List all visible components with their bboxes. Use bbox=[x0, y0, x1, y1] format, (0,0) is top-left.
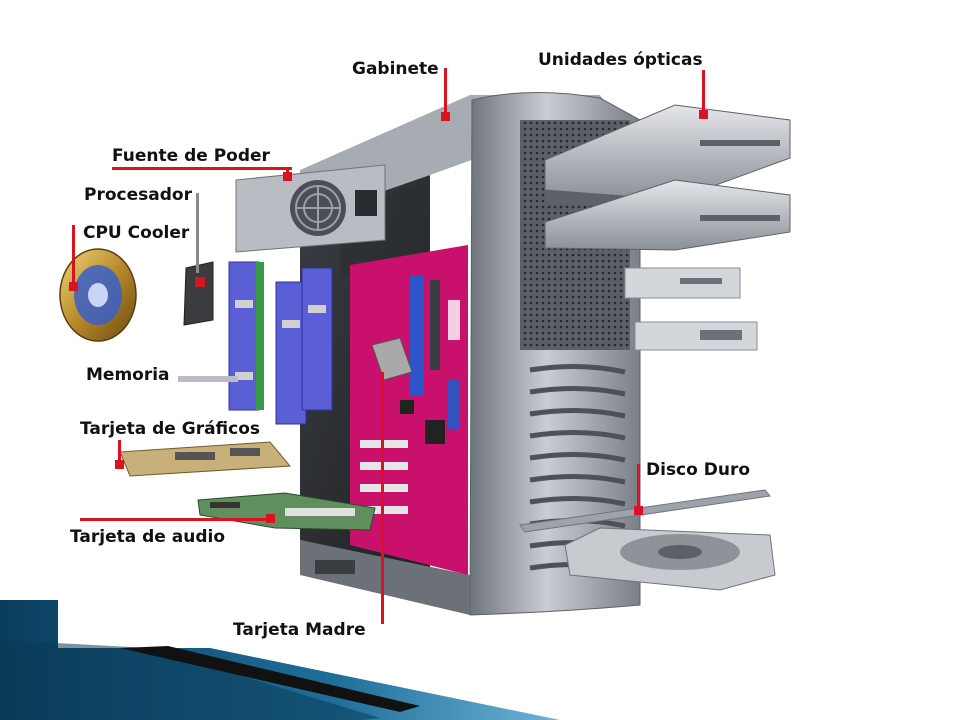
slide-swoosh-decoration bbox=[0, 600, 560, 720]
power-supply-illustration bbox=[235, 164, 386, 253]
leader-gabinete bbox=[444, 68, 447, 120]
graphics-card-illustration bbox=[119, 441, 292, 477]
label-unidades-opticas: Unidades ópticas bbox=[538, 50, 703, 70]
cpu-cooler-illustration bbox=[59, 248, 137, 342]
leader-tarjeta-graficos-node bbox=[115, 460, 124, 469]
leader-disco-duro-node bbox=[634, 506, 643, 515]
label-tarjeta-audio: Tarjeta de audio bbox=[70, 527, 226, 547]
processor-chip-illustration bbox=[183, 261, 214, 326]
leader-unidades-opticas-node bbox=[699, 110, 708, 119]
label-gabinete: Gabinete bbox=[352, 59, 439, 79]
label-memoria: Memoria bbox=[86, 365, 170, 385]
leader-tarjeta-graficos bbox=[118, 440, 121, 464]
label-fuente-de-poder: Fuente de Poder bbox=[112, 146, 270, 166]
leader-tarjeta-audio-node bbox=[266, 514, 275, 523]
label-cpu-cooler: CPU Cooler bbox=[83, 223, 190, 243]
label-tarjeta-madre: Tarjeta Madre bbox=[233, 620, 366, 640]
leader-tarjeta-audio bbox=[80, 518, 272, 521]
leader-unidades-opticas bbox=[702, 70, 705, 116]
leader-gabinete-node bbox=[441, 112, 450, 121]
memory-modules-illustration bbox=[228, 261, 333, 425]
leader-memoria bbox=[178, 376, 238, 382]
leader-fuente-de-poder bbox=[112, 167, 292, 170]
leader-cpu-cooler bbox=[72, 225, 75, 287]
motherboard-illustration bbox=[350, 245, 468, 575]
hard-drive-illustration bbox=[519, 489, 776, 591]
leader-cpu-cooler-node bbox=[69, 282, 78, 291]
label-disco-duro: Disco Duro bbox=[646, 460, 751, 480]
leader-tarjeta-madre bbox=[381, 372, 384, 624]
leader-procesador bbox=[196, 193, 199, 273]
leader-fuente-de-poder-node bbox=[283, 172, 292, 181]
leader-disco-duro bbox=[637, 464, 640, 510]
optical-drives-illustration bbox=[544, 104, 791, 351]
label-procesador: Procesador bbox=[84, 185, 192, 205]
label-tarjeta-graficos: Tarjeta de Gráficos bbox=[80, 419, 261, 439]
